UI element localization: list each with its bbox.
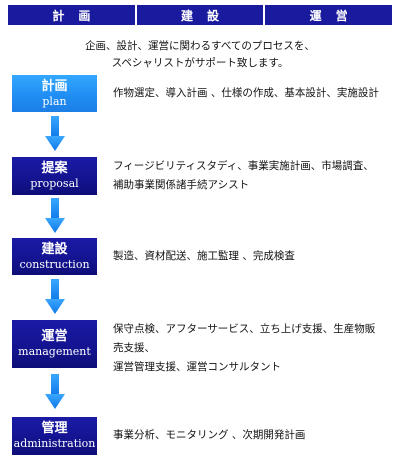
stage-proposal-box: 提案 proposal [12, 157, 97, 195]
header-bar: 計画 建設 運営 [8, 5, 392, 25]
stage-plan-label: 計画 [41, 79, 68, 94]
stage-management-description: 保守点検、アフターサービス、立ち上げ支援、生産物販 売支援、 運営管理支援、運営… [113, 320, 393, 377]
header-plan: 計画 [8, 5, 137, 25]
intro-text: 企画、設計、運営に関わるすべてのプロセスを、 スペシャリストがサポート致します。 [0, 38, 400, 72]
stage-proposal-label: 提案 [41, 161, 68, 176]
stage-management-desc-line: 売支援、 [113, 342, 155, 354]
intro-line-2: スペシャリストがサポート致します。 [111, 57, 289, 69]
stage-plan-desc-line: 作物選定、導入計画 、仕様の作成、基本設計、実施設計 [113, 87, 379, 99]
stage-administration-label: 管理 [41, 421, 68, 436]
stage-management-sublabel: management [18, 345, 91, 358]
stage-construction-label: 建設 [41, 242, 68, 257]
stage-plan-box: 計画 plan [12, 75, 97, 112]
stage-administration-description: 事業分析、モニタリング 、次期開発計画 [113, 426, 393, 445]
stage-construction-box: 建設 construction [12, 238, 97, 275]
stage-administration-sublabel: administration [13, 437, 96, 450]
stage-proposal-desc-line: 補助事業関係諸手続アシスト [113, 179, 250, 191]
down-arrow-icon [45, 116, 65, 151]
stage-proposal-sublabel: proposal [30, 177, 79, 190]
stage-management-label: 運営 [41, 329, 68, 344]
stage-management-desc-line: 運営管理支援、運営コンサルタント [113, 361, 281, 373]
stage-construction-sublabel: construction [19, 258, 90, 271]
header-operation: 運営 [309, 8, 362, 23]
stage-administration-box: 管理 administration [12, 417, 97, 455]
stage-proposal-description: フィージビリティスタディ、事業実施計画、市場調査、 補助事業関係諸手続アシスト [113, 157, 393, 195]
stage-administration-desc-line: 事業分析、モニタリング 、次期開発計画 [113, 429, 306, 441]
stage-plan-description: 作物選定、導入計画 、仕様の作成、基本設計、実施設計 [113, 84, 393, 103]
down-arrow-icon [45, 279, 65, 314]
stage-management-box: 運営 management [12, 320, 97, 368]
intro-line-1: 企画、設計、運営に関わるすべてのプロセスを、 [85, 40, 315, 52]
stage-plan-sublabel: plan [42, 95, 67, 108]
header-construction: 建設 [137, 5, 266, 25]
down-arrow-icon [45, 374, 65, 409]
stage-construction-description: 製造、資材配送、施工監理 、完成検査 [113, 247, 393, 266]
stage-proposal-desc-line: フィージビリティスタディ、事業実施計画、市場調査、 [113, 160, 374, 172]
down-arrow-icon [45, 198, 65, 233]
stage-construction-desc-line: 製造、資材配送、施工監理 、完成検査 [113, 250, 295, 262]
stage-management-desc-line: 保守点検、アフターサービス、立ち上げ支援、生産物販 [113, 323, 376, 335]
